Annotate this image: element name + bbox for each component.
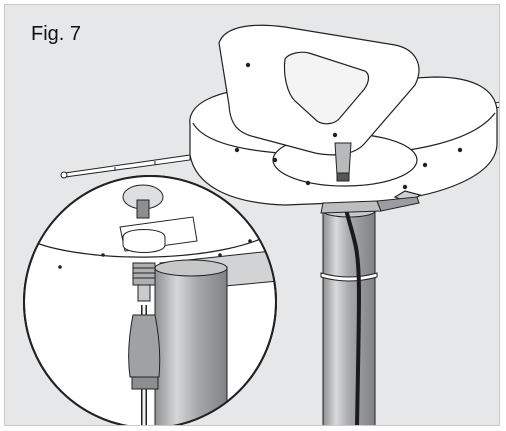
cable-connector-top xyxy=(334,142,352,182)
telescoping-rod-left xyxy=(60,154,191,179)
figure-label: Fig. 7 xyxy=(31,23,82,45)
detail-zoom-circle xyxy=(23,175,277,425)
mounting-pole xyxy=(322,204,376,425)
antenna-illustration xyxy=(23,24,499,425)
mounting-bracket xyxy=(320,196,420,214)
antenna-panel xyxy=(218,24,420,156)
cable-tie xyxy=(320,272,378,282)
figure-panel: Fig. 7 xyxy=(4,4,500,426)
